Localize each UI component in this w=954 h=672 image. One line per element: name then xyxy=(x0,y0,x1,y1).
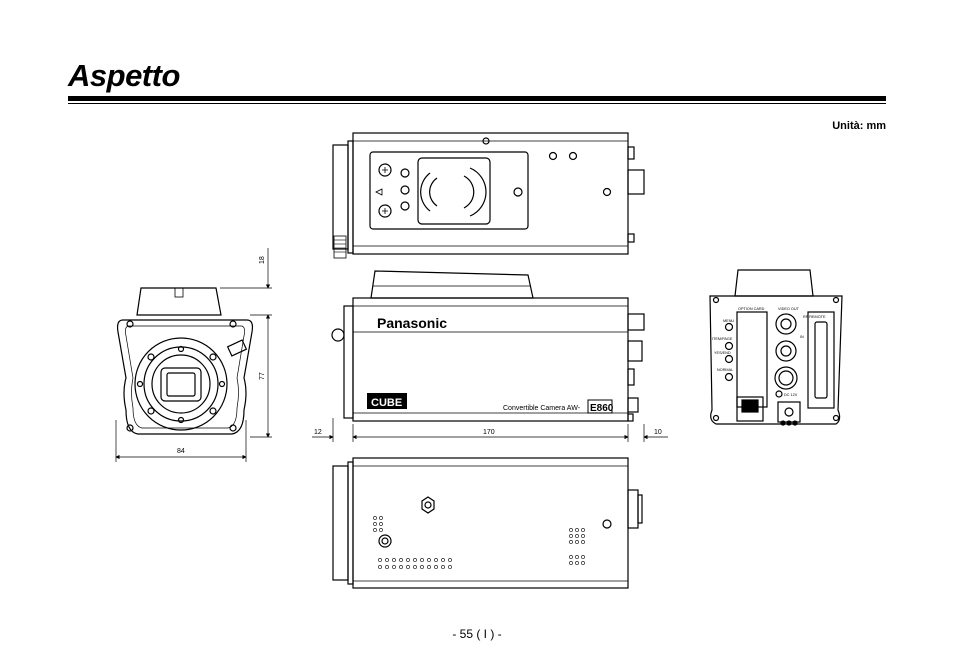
top-view xyxy=(332,132,645,259)
label-menu: MENU xyxy=(723,319,734,323)
label-option-card: OPTION CARD xyxy=(738,307,765,311)
dim-84: 84 xyxy=(177,448,185,455)
model-number: E860 xyxy=(590,403,614,414)
series-logo-text: CUBE xyxy=(371,397,402,409)
model-label: Convertible Camera AW- xyxy=(503,405,581,412)
dim-18: 18 xyxy=(259,256,266,264)
page-number: - 55 ( I ) - xyxy=(452,627,502,641)
label-item-page: ITEM/PAGE xyxy=(712,337,733,341)
page-title: Aspetto xyxy=(68,58,180,93)
label-dc: DC 12V xyxy=(784,393,798,397)
bottom-vent-holes xyxy=(373,516,585,569)
dim-10: 10 xyxy=(654,429,662,436)
title-rule-thin xyxy=(68,103,886,104)
front-view xyxy=(116,287,254,435)
rear-view xyxy=(709,269,843,426)
unit-label: Unità: mm xyxy=(832,120,886,132)
dim-170: 170 xyxy=(483,429,495,436)
side-view xyxy=(331,270,645,422)
title-rule-thick xyxy=(68,96,886,101)
dim-12: 12 xyxy=(314,429,322,436)
label-video-out: VIDEO OUT xyxy=(778,307,800,311)
label-normal: NORMAL xyxy=(717,368,733,372)
label-rp-remote: RP REMOTE xyxy=(803,315,826,319)
label-yes-end: YES/END xyxy=(714,351,731,355)
side-view-labels: Panasonic CUBE Convertible Camera AW- E8… xyxy=(367,315,614,414)
side-dimensions xyxy=(312,418,668,442)
dim-77: 77 xyxy=(259,372,266,380)
bottom-view xyxy=(332,457,643,589)
series-logo xyxy=(367,393,407,409)
front-dimensions xyxy=(115,248,272,462)
model-number-box xyxy=(587,399,613,414)
rear-panel-labels: OPTION CARD VIDEO OUT RP REMOTE MENU ITE… xyxy=(712,307,826,397)
brand-logo: Panasonic xyxy=(377,315,447,331)
label-in: IN xyxy=(800,335,804,339)
